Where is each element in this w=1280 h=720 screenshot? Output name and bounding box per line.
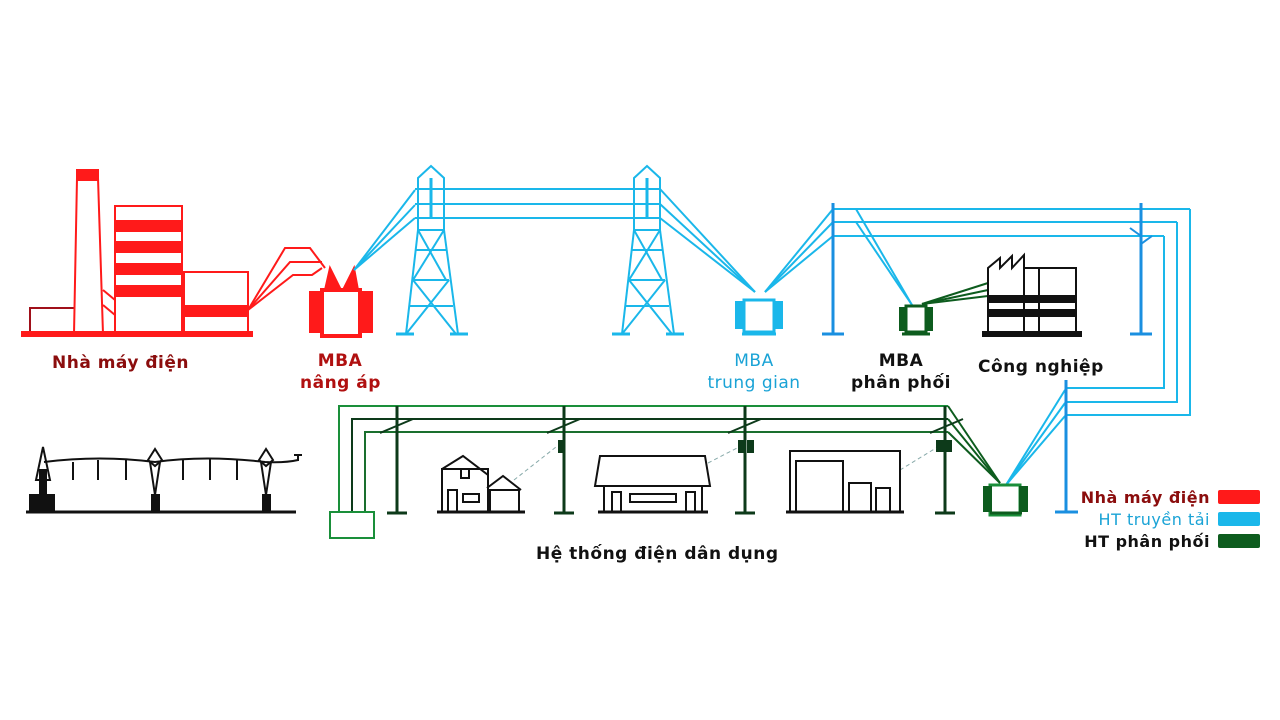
transmission-tower-2-icon [612,164,684,336]
legend-label: HT truyền tải [1098,509,1210,529]
power-plant-label: Nhà máy điện [52,353,190,373]
legend-item-power-plant: Nhà máy điện [1060,486,1260,508]
legend-swatch-blue [1218,512,1260,526]
power-plant-icon [21,169,326,337]
house-icon [437,454,525,514]
legend-item-distribution: HT phân phối [1060,530,1260,552]
legend-swatch-green [1218,534,1260,548]
distribution-transformer-icon [899,282,989,336]
distribution-transformer-subtitle: phân phối [850,373,952,393]
step-up-transformer-subtitle: nâng áp [300,373,381,393]
step-up-transformer-label: MBA nâng áp [300,350,380,394]
distribution-pole-icon [379,406,964,515]
step-up-transformer-title: MBA [317,351,363,371]
step-up-transformer-icon [309,264,373,338]
substation-transformer-icon [983,483,1028,517]
transmission-pole-1-icon [822,203,844,336]
legend-swatch-red [1218,490,1260,504]
legend-label: Nhà máy điện [1080,487,1210,507]
legend: Nhà máy điện HT truyền tải HT phân phối [1060,486,1260,552]
transmission-pole-3-icon [1055,380,1078,514]
transmission-tower-1-icon [396,164,468,336]
legend-label: HT phân phối [1084,531,1210,551]
warehouse-icon [786,450,904,514]
legend-item-transmission: HT truyền tải [1060,508,1260,530]
industry-label: Công nghiệp [978,357,1104,377]
intermediate-transformer-title: MBA [734,351,774,371]
shop-building-icon [593,455,712,514]
distribution-transformer-title: MBA [878,351,924,371]
distribution-transformer-label: MBA phân phối [845,350,957,394]
irrigation-system-icon [26,446,302,514]
transmission-lines [353,188,1191,486]
service-drops [513,446,937,481]
intermediate-transformer-label: MBA trung gian [694,350,814,394]
intermediate-transformer-icon [735,298,783,336]
transmission-pole-2-icon [1129,203,1153,336]
intermediate-transformer-subtitle: trung gian [707,373,801,393]
meter-box-icon [329,511,375,539]
residential-system-label: Hệ thống điện dân dụng [536,544,779,564]
factory-icon [982,252,1082,337]
